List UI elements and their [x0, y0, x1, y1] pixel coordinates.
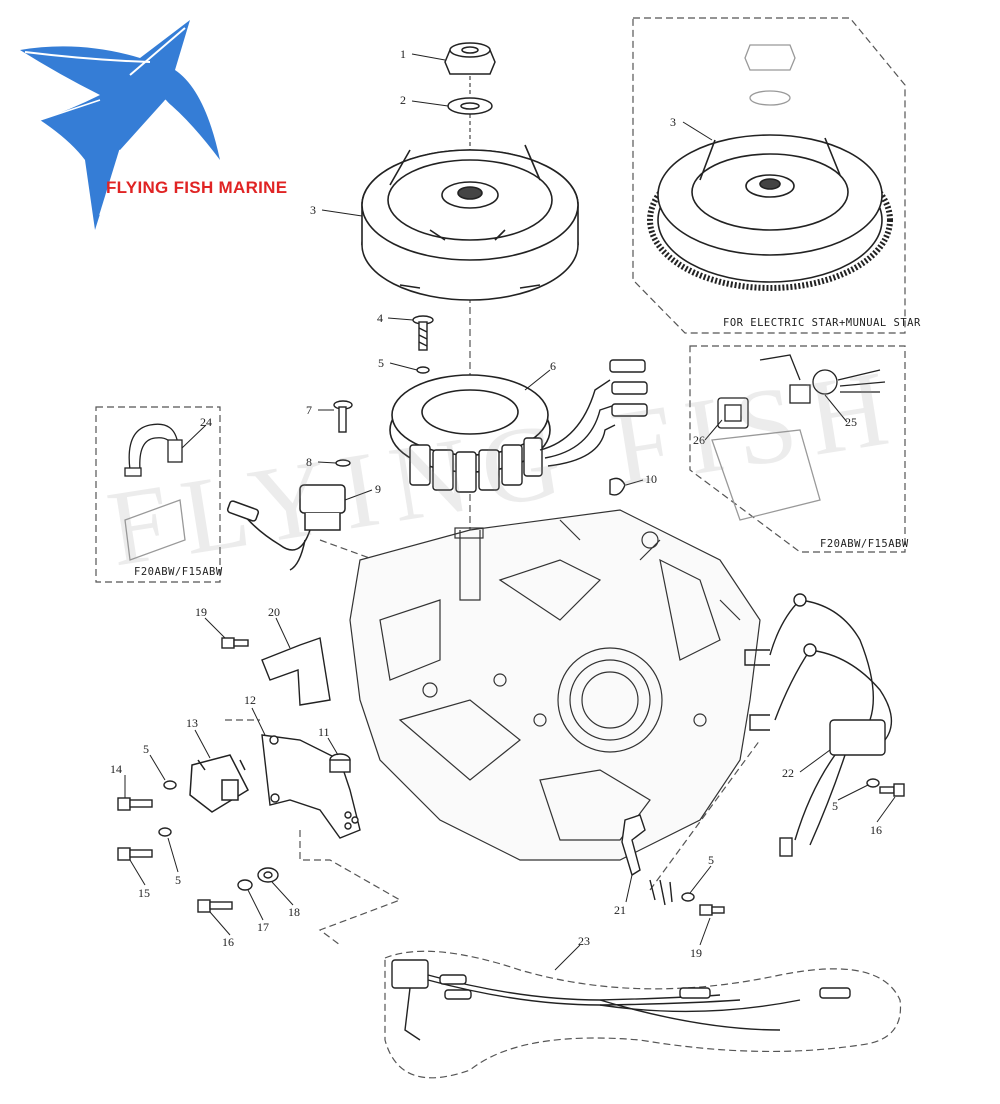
callout-7: 7: [306, 403, 312, 417]
engine-block: [349, 509, 761, 861]
washer-5b: [163, 780, 177, 790]
callout-5e: 5: [832, 799, 838, 813]
bolt-16a: [197, 899, 233, 913]
flying-fish-logo: [20, 20, 220, 230]
callout-16b: 16: [870, 823, 882, 837]
callout-8: 8: [306, 455, 312, 469]
callout-22: 22: [782, 766, 794, 780]
callout-4: 4: [377, 311, 383, 325]
callout-17: 17: [257, 920, 269, 934]
callout-5b: 5: [143, 742, 149, 756]
callout-1: 1: [400, 47, 406, 61]
callout-16a: 16: [222, 935, 234, 949]
stator-wires: [539, 359, 648, 467]
pulser-coil: [226, 484, 346, 571]
callout-10: 10: [645, 472, 657, 486]
washer-5c: [158, 827, 172, 837]
callout-19a: 19: [195, 605, 207, 619]
callout-6: 6: [550, 359, 556, 373]
box-24: [95, 406, 221, 583]
washer-5d: [681, 892, 695, 902]
callout-5a: 5: [378, 356, 384, 370]
washer: [447, 97, 493, 115]
callout-25: 25: [845, 415, 857, 429]
callout-12: 12: [244, 693, 256, 707]
bushing-11: [329, 753, 351, 773]
brand-logo-text: FLYING FISH MARINE: [106, 178, 288, 197]
callout-5c: 5: [175, 873, 181, 887]
electric-flywheel: [647, 134, 893, 291]
callout-26: 26: [693, 433, 705, 447]
woodruff-key: [609, 477, 626, 496]
callout-9: 9: [375, 482, 381, 496]
callout-21: 21: [614, 903, 626, 917]
caption-box-24: F20ABW/F15ABW: [134, 566, 223, 578]
bolt-19b: [699, 904, 725, 916]
caption-electric-start: FOR ELECTRIC STAR+MUNUAL STAR: [723, 317, 921, 329]
cdi-unit: [189, 754, 249, 813]
flywheel: [361, 144, 579, 301]
bolt-14: [117, 797, 153, 811]
caption-box-25-26: F20ABW/F15ABW: [820, 538, 909, 550]
relay-26: [711, 397, 821, 521]
callout-labels: 1 2 3 3 4 5 6 7 8 9 10 11 12 13 14 5 15 …: [110, 47, 882, 960]
callout-20: 20: [268, 605, 280, 619]
callout-3b: 3: [670, 115, 676, 129]
washer-5e: [866, 778, 880, 788]
flywheel-nut: [444, 42, 496, 75]
screw-7: [333, 400, 353, 467]
stator: [389, 374, 551, 493]
callout-3: 3: [310, 203, 316, 217]
callout-14: 14: [110, 762, 122, 776]
washer-17: [237, 879, 253, 891]
callout-5d: 5: [708, 853, 714, 867]
bolt-15: [117, 847, 153, 861]
box-25-26: [689, 345, 906, 553]
callout-11: 11: [318, 725, 330, 739]
bolt-19a: [221, 637, 249, 649]
bolt-16b: [879, 783, 905, 797]
grommet-18: [257, 867, 279, 883]
callout-2: 2: [400, 93, 406, 107]
ignition-coil: [744, 593, 893, 857]
callout-19b: 19: [690, 946, 702, 960]
screw-4: [412, 315, 434, 374]
wire-harness: [391, 959, 851, 1041]
switch-25: [759, 354, 886, 404]
callout-15: 15: [138, 886, 150, 900]
callout-23: 23: [578, 934, 590, 948]
callout-24: 24: [200, 415, 212, 429]
harness-outline: [384, 950, 902, 1079]
callout-13: 13: [186, 716, 198, 730]
electric-start-box: [632, 17, 906, 334]
bracket-20: [261, 637, 331, 706]
clamp-21: [621, 814, 673, 906]
bracket-12: [261, 734, 361, 839]
sensor-24: [124, 423, 186, 561]
callout-18: 18: [288, 905, 300, 919]
